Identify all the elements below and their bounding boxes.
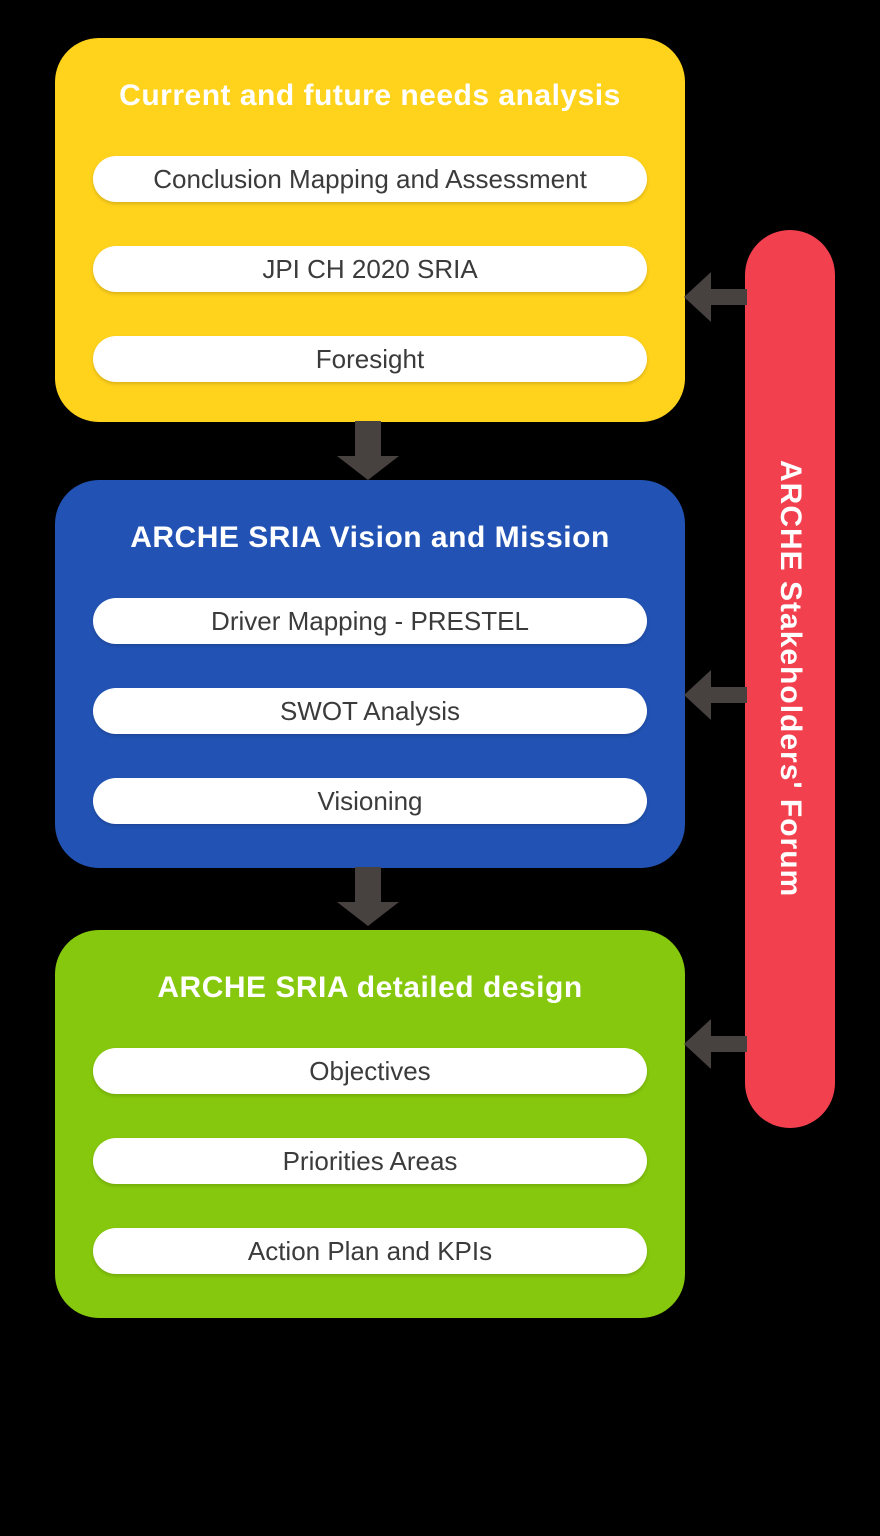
arrow-shaft bbox=[710, 289, 747, 305]
stage-item-pill: SWOT Analysis bbox=[93, 688, 647, 734]
stage-title: ARCHE SRIA Vision and Mission bbox=[130, 521, 610, 554]
stage-box-needs-analysis: Current and future needs analysis Conclu… bbox=[55, 38, 685, 422]
stage-item-pill: Visioning bbox=[93, 778, 647, 824]
stage-item-pill: Priorities Areas bbox=[93, 1138, 647, 1184]
stakeholders-forum-bar: ARCHE Stakeholders' Forum bbox=[745, 230, 835, 1128]
stage-box-vision-mission: ARCHE SRIA Vision and Mission Driver Map… bbox=[55, 480, 685, 868]
down-arrow-icon bbox=[337, 867, 399, 926]
arrow-head bbox=[684, 1019, 711, 1069]
arrow-head bbox=[337, 456, 399, 480]
down-arrow-icon bbox=[337, 421, 399, 480]
left-arrow-icon bbox=[684, 1019, 747, 1069]
stakeholders-forum-label: ARCHE Stakeholders' Forum bbox=[774, 460, 807, 898]
stage-item-pill: Driver Mapping - PRESTEL bbox=[93, 598, 647, 644]
arrow-shaft bbox=[710, 1036, 747, 1052]
left-arrow-icon bbox=[684, 272, 747, 322]
left-arrow-icon bbox=[684, 670, 747, 720]
stage-title: Current and future needs analysis bbox=[119, 79, 621, 112]
arrow-head bbox=[684, 272, 711, 322]
arrow-shaft bbox=[355, 867, 381, 903]
stage-item-pill: Conclusion Mapping and Assessment bbox=[93, 156, 647, 202]
stage-item-pill: Action Plan and KPIs bbox=[93, 1228, 647, 1274]
stage-title: ARCHE SRIA detailed design bbox=[157, 971, 583, 1004]
arrow-head bbox=[337, 902, 399, 926]
arrow-head bbox=[684, 670, 711, 720]
stage-item-pill: JPI CH 2020 SRIA bbox=[93, 246, 647, 292]
stage-box-detailed-design: ARCHE SRIA detailed design Objectives Pr… bbox=[55, 930, 685, 1318]
stage-item-pill: Foresight bbox=[93, 336, 647, 382]
arrow-shaft bbox=[355, 421, 381, 457]
arrow-shaft bbox=[710, 687, 747, 703]
stage-item-pill: Objectives bbox=[93, 1048, 647, 1094]
